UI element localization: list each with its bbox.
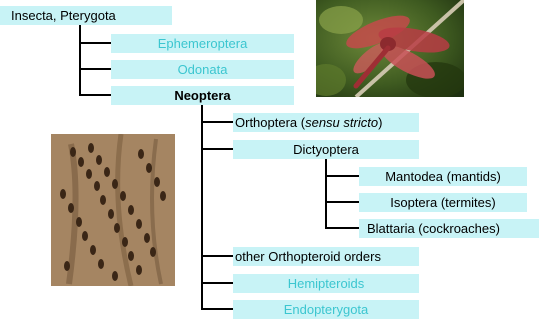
node-isoptera: Isoptera (termites) <box>359 193 527 212</box>
connector-dictyoptera <box>201 148 233 150</box>
connector-dictyoptera-vertical <box>325 157 327 229</box>
connector-other-orders <box>201 255 233 257</box>
node-ephemeroptera: Ephemeroptera <box>111 34 294 53</box>
connector-root-vertical <box>79 24 81 96</box>
node-endopterygota: Endopterygota <box>233 300 419 319</box>
connector-isoptera <box>325 201 359 203</box>
node-odonata: Odonata <box>111 60 294 79</box>
node-neoptera: Neoptera <box>111 86 294 105</box>
connector-neoptera <box>79 94 111 96</box>
node-blattaria: Blattaria (cockroaches) <box>359 219 539 238</box>
connector-blattaria <box>325 227 359 229</box>
connector-hemipteroids <box>201 282 233 284</box>
termites-photo <box>51 134 175 286</box>
orthoptera-prefix: Orthoptera ( <box>235 115 305 130</box>
connector-mantodea <box>325 175 359 177</box>
connector-orthoptera <box>201 121 233 123</box>
dragonfly-photo <box>316 0 464 97</box>
node-mantodea: Mantodea (mantids) <box>359 167 527 186</box>
node-root-pterygota: Insecta, Pterygota <box>0 6 172 25</box>
node-other-orthopteroid-orders: other Orthopteroid orders <box>233 247 419 266</box>
connector-endopterygota <box>201 308 233 310</box>
node-hemipteroids: Hemipteroids <box>233 274 419 293</box>
connector-odonata <box>79 68 111 70</box>
orthoptera-suffix: ) <box>378 115 382 130</box>
connector-ephemeroptera <box>79 42 111 44</box>
connector-neoptera-vertical <box>201 103 203 310</box>
node-orthoptera: Orthoptera (sensu stricto) <box>233 113 419 132</box>
orthoptera-italic: sensu stricto <box>305 115 378 130</box>
node-dictyoptera: Dictyoptera <box>233 140 419 159</box>
